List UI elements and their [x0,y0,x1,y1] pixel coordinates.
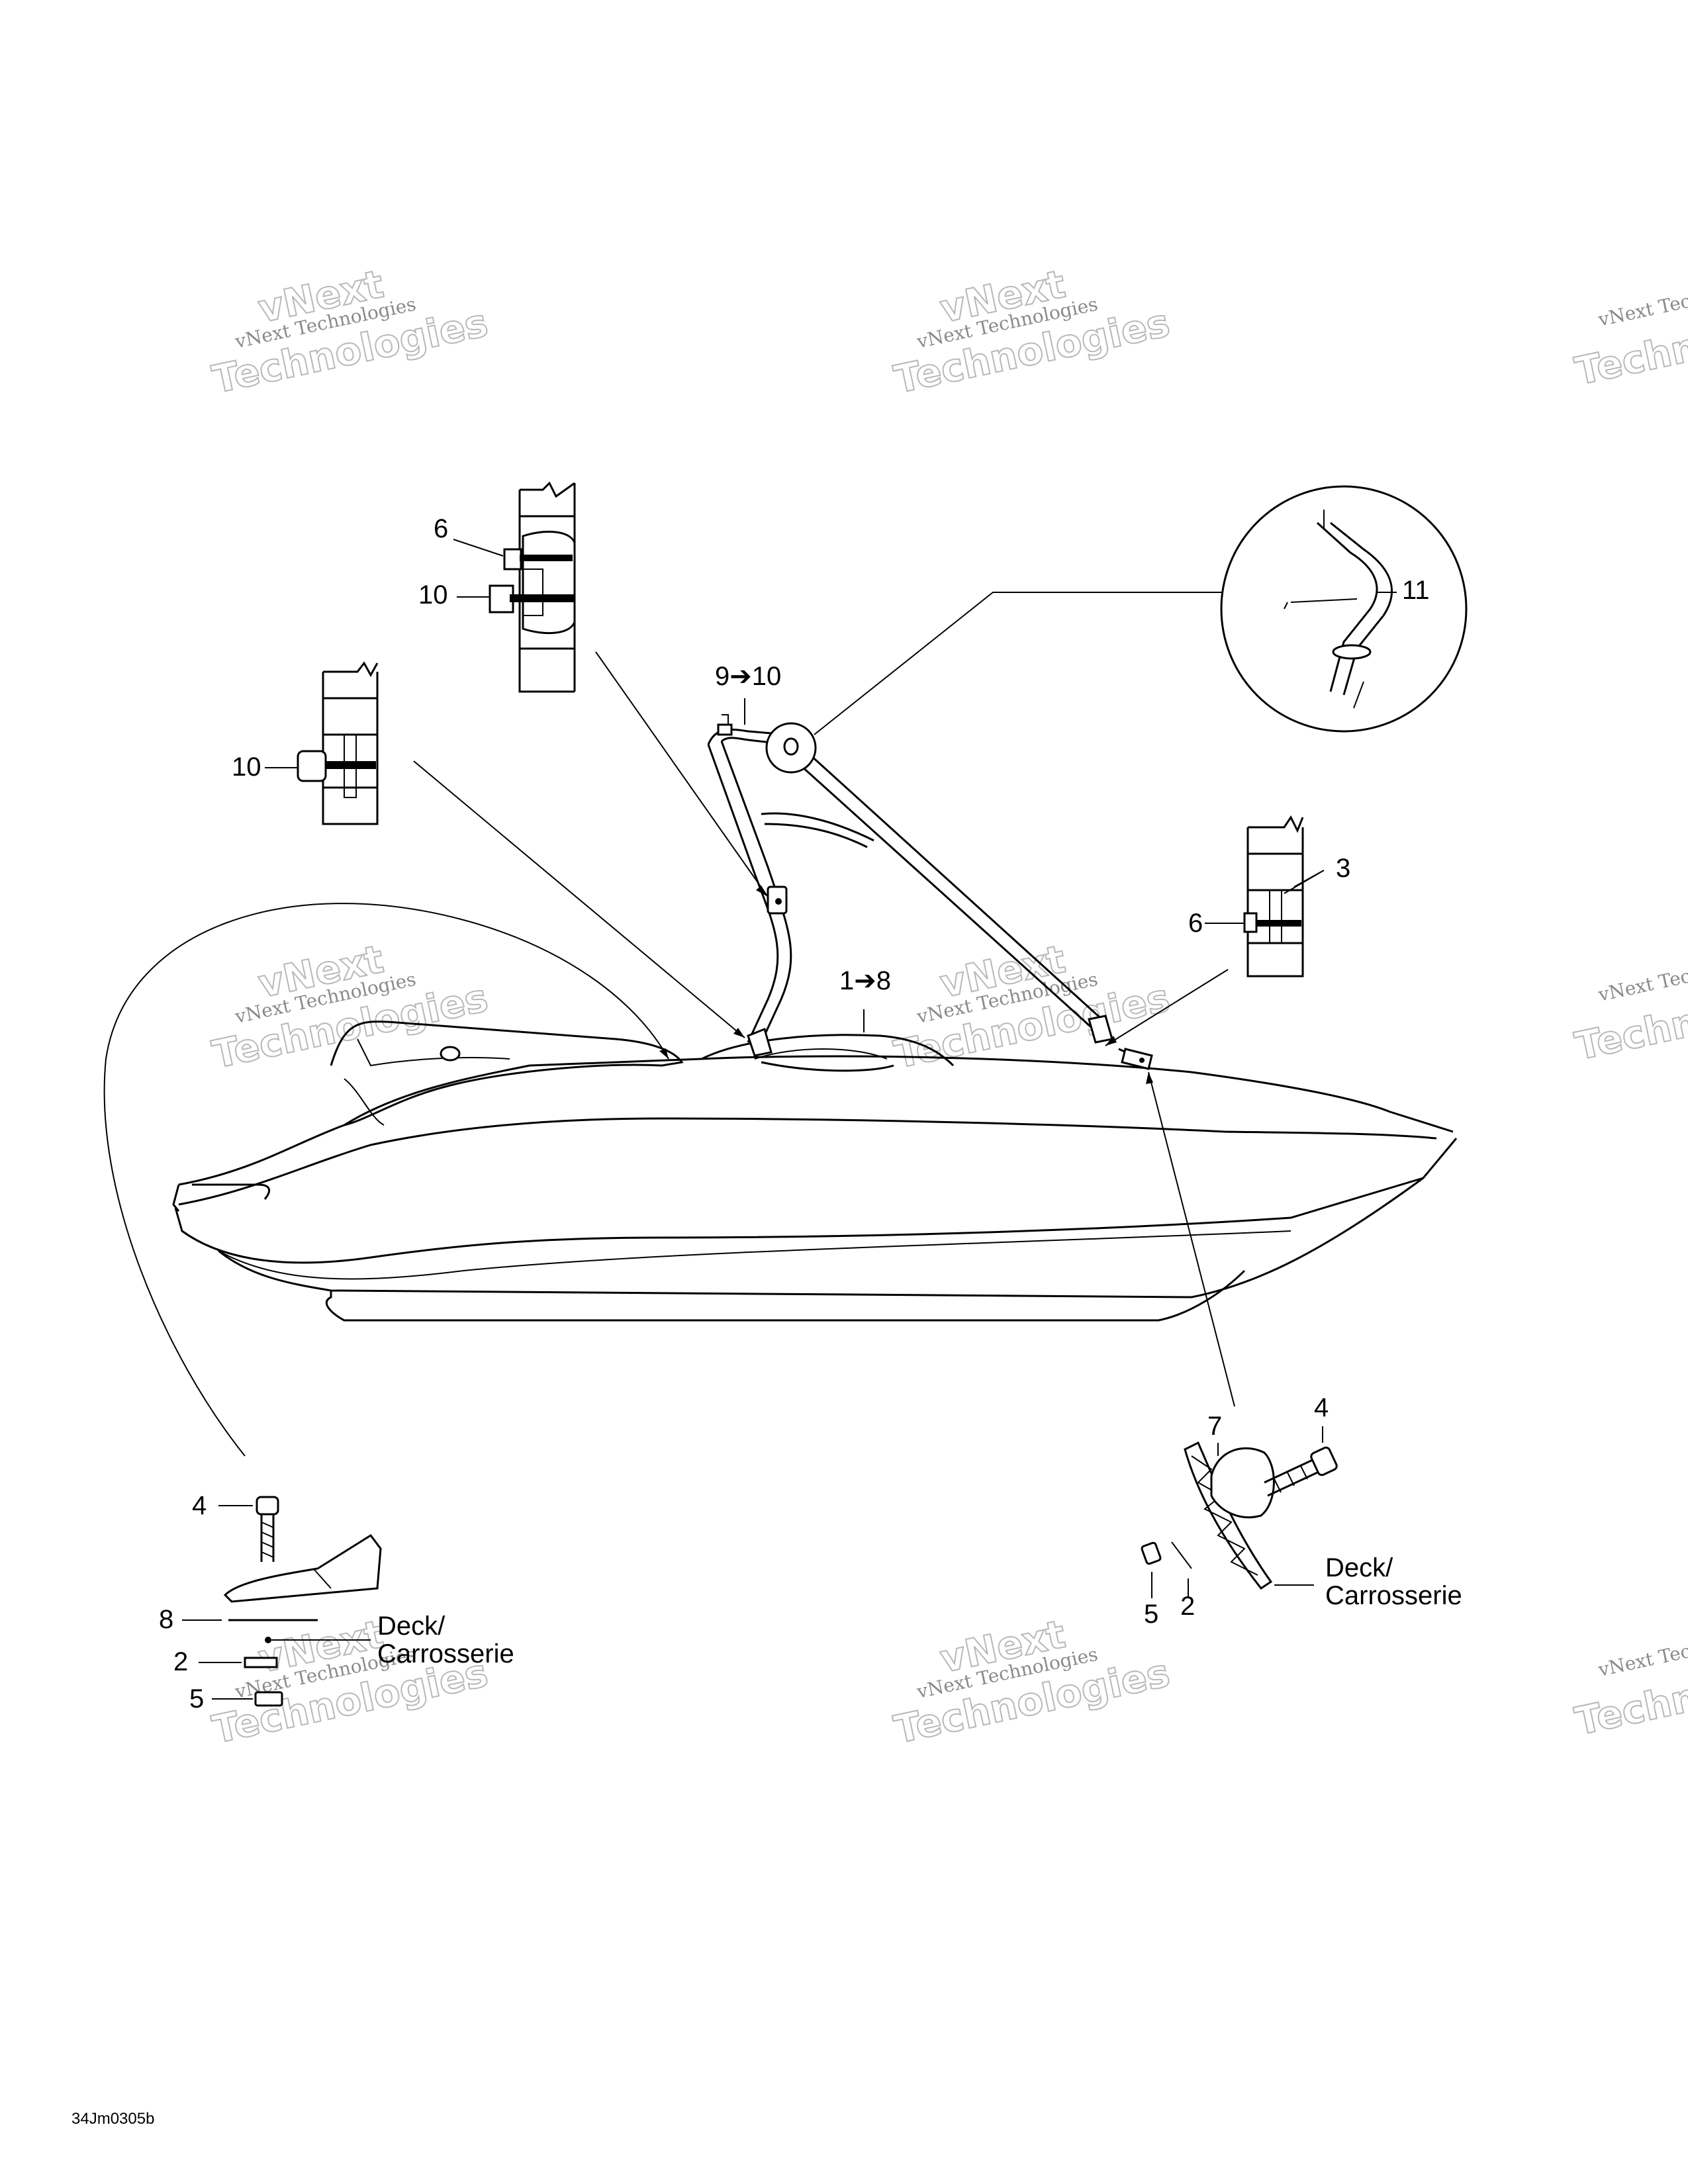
rubber-pad-7-icon [1210,1447,1275,1519]
screw-6-right-icon [1243,912,1258,933]
callout-4-right: 4 [1314,1393,1329,1422]
watermark-bottom-right: Technologies vNext Technologies [1571,1621,1688,1745]
tower-cap-icon [717,723,733,736]
callout-2-right: 2 [1180,1592,1195,1621]
sleeve-11-icon [1332,644,1372,660]
nut-5-icon [254,1691,283,1707]
deck-label-right-line1: Deck/ [1325,1553,1393,1582]
callout-4-left: 4 [192,1491,207,1520]
callout-1-8: 1➔8 [839,966,891,995]
nut-5-right-icon [1141,1541,1162,1565]
rear-stub-icon [1121,1048,1153,1070]
knob-10-left-icon [297,750,327,782]
watermark-bottom-left: Technologies vNext vNext Technologies [208,1611,492,1753]
detail-left [297,661,379,825]
callout-5-right: 5 [1144,1600,1158,1629]
svg-text:vNext Technologies: vNext Technologies [1596,946,1688,1006]
callout-5-left: 5 [189,1684,204,1713]
callout-6-top: 6 [434,514,448,543]
watermark-top-center: Technologies vNext vNext Technologies [890,261,1174,403]
watermark-bottom-center: Technologies vNext vNext Technologies [890,1611,1174,1753]
callout-10-top: 10 [418,580,448,610]
boat-hull [172,1021,1458,1322]
detail-right [1243,815,1304,978]
detail-top-center [489,481,576,693]
callout-9-10: 9➔10 [715,662,781,691]
callout-3: 3 [1336,854,1350,883]
callout-2-left: 2 [173,1647,188,1676]
watermark-mid-right: Technologies vNext Technologies [1571,946,1688,1070]
svg-text:vNext Technologies: vNext Technologies [1596,1621,1688,1681]
cleat-icon [440,1046,461,1062]
watermark-top-right: Technologies vNext Technologies [1571,271,1688,395]
svg-text:vNext Technologies: vNext Technologies [1596,271,1688,331]
callout-11: 11 [1402,576,1430,605]
deck-label-left-line1: Deck/ [377,1612,445,1641]
mount-left-icon [747,1027,773,1057]
bolt-4-right-icon [1310,1446,1338,1477]
deck-label-left-line2: Carrosserie [377,1639,514,1668]
callout-7: 7 [1207,1412,1222,1441]
callout-8: 8 [159,1605,173,1634]
knob-10-icon [489,584,514,614]
bolt-head-4-icon [256,1496,279,1516]
washer-2-icon [244,1657,278,1668]
leader-lines [103,539,1397,1457]
callout-10-left: 10 [232,752,261,782]
deck-label-right-line2: Carrosserie [1325,1581,1462,1610]
tower-assembly [707,714,1153,1070]
screw-6-icon [503,548,522,570]
figure-code: 34Jm0305b [71,2110,154,2128]
hardware-right [1141,1426,1338,1598]
detail-circle [1220,485,1468,733]
bracket-icon [223,1533,382,1603]
hardware-left [182,1496,382,1707]
watermark-top-left: Technologies vNext vNext Technologies [208,261,492,403]
callout-6-right: 6 [1188,909,1203,938]
